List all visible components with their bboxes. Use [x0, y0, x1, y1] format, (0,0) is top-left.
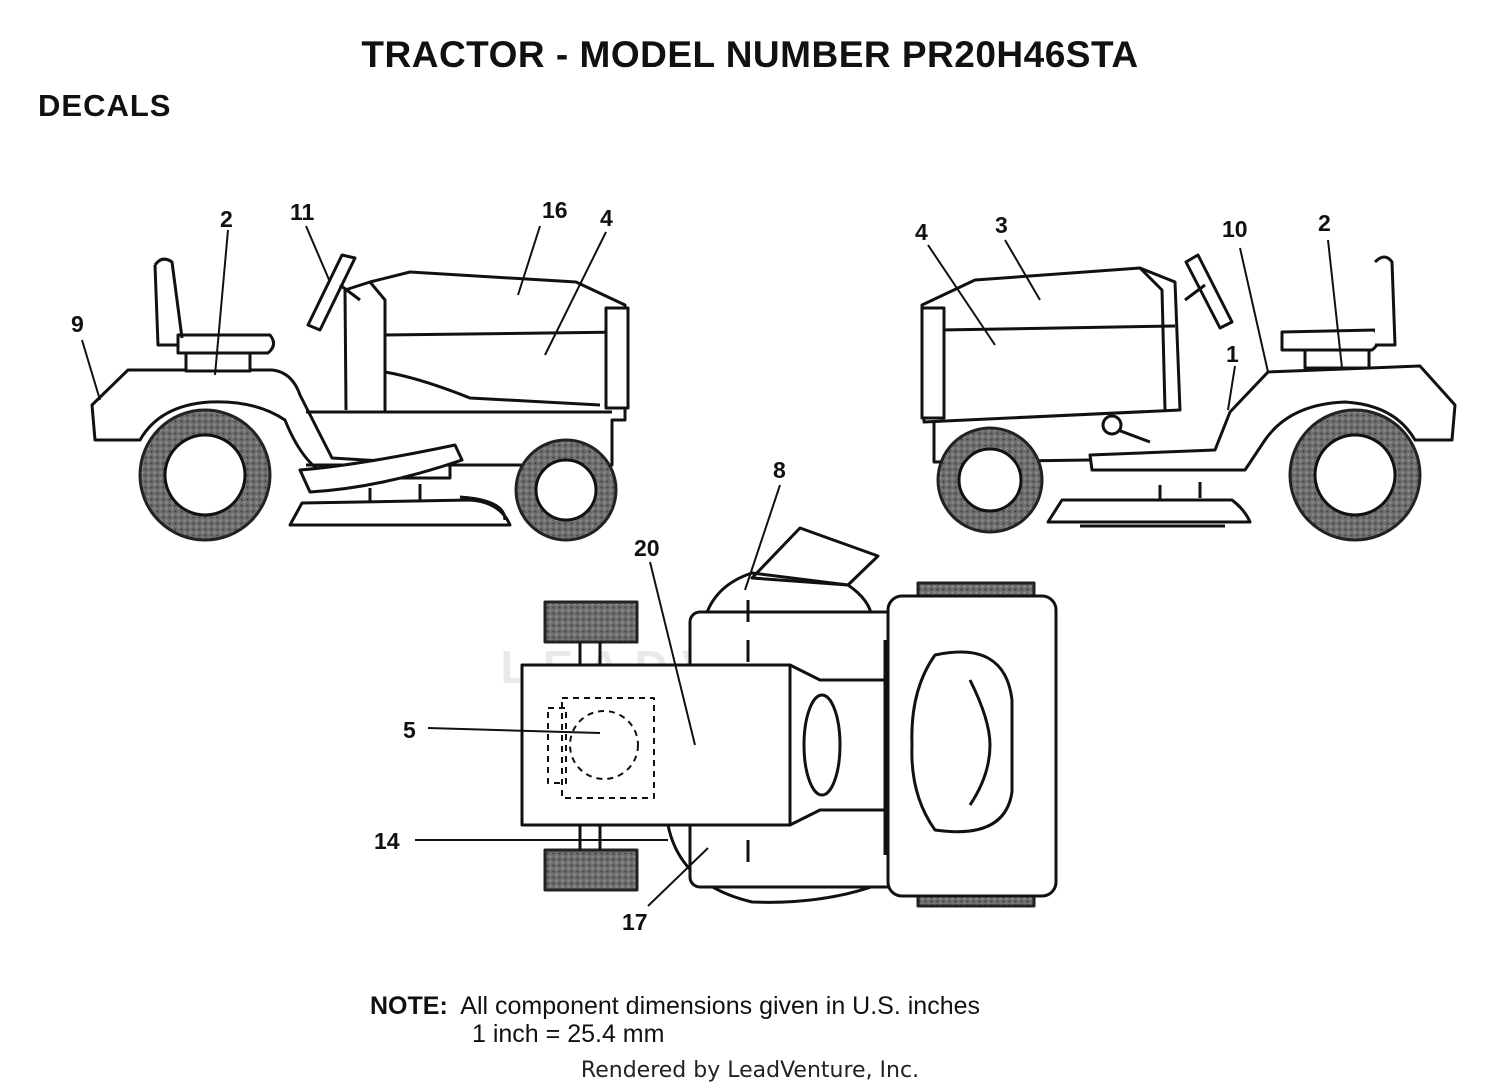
left-view-callout-lines [81, 225, 607, 401]
top-view [520, 526, 1058, 908]
right-side-view [920, 253, 1457, 542]
callout-left-2: 2 [220, 206, 233, 232]
footer-credit: Rendered by LeadVenture, Inc. [580, 1058, 920, 1083]
callout-top-8: 8 [773, 457, 786, 483]
callout-top-17: 17 [622, 909, 648, 935]
callout-right-4: 4 [915, 219, 928, 245]
callout-right-3: 3 [995, 212, 1008, 238]
callout-top-14: 14 [374, 828, 400, 854]
callout-top-20: 20 [634, 535, 660, 561]
left-side-view [90, 253, 630, 542]
note-line1: All component dimensions given in U.S. i… [460, 992, 981, 1020]
callout-right-1: 1 [1226, 341, 1239, 367]
callout-top-5: 5 [403, 717, 416, 743]
note-line2: 1 inch = 25.4 mm [472, 1020, 665, 1048]
callout-labels: 2 11 16 4 9 4 3 10 2 1 8 20 5 14 17 [71, 197, 1331, 935]
top-view-callout-lines [415, 484, 781, 907]
callout-left-9: 9 [71, 311, 84, 337]
callout-left-11: 11 [290, 199, 315, 225]
callout-right-10: 10 [1222, 216, 1248, 242]
callout-left-16: 16 [542, 197, 568, 223]
page-title: TRACTOR - MODEL NUMBER PR20H46STA [361, 34, 1139, 75]
section-heading: DECALS [38, 88, 172, 123]
right-view-callout-lines [927, 239, 1343, 411]
callout-left-4: 4 [600, 205, 613, 231]
note-label: NOTE: [370, 992, 448, 1020]
dimensions-note: NOTE: All component dimensions given in … [370, 992, 980, 1048]
callout-right-2: 2 [1318, 210, 1331, 236]
